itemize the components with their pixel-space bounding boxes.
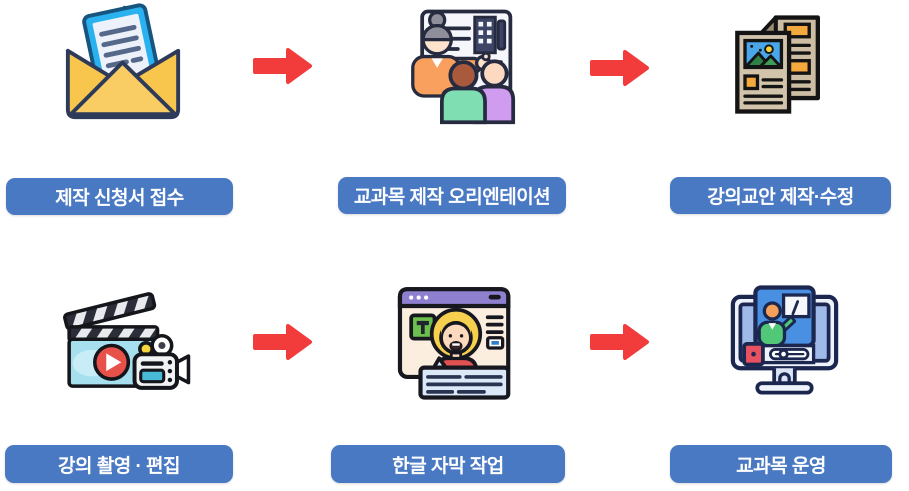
step-label-filming-editing: 강의 촬영 · 편집 [5, 445, 233, 483]
elearning-monitor-icon [722, 280, 847, 402]
step-label-text: 한글 자막 작업 [392, 455, 504, 477]
step-label-text: 교과목 운영 [736, 455, 826, 477]
flow-arrow-1-icon [252, 46, 314, 86]
step-label-text: 강의교안 제작·수정 [707, 187, 854, 208]
clapperboard-camera-icon [55, 280, 192, 403]
step-label-text: 교과목 제작 오리엔테이션 [353, 187, 551, 208]
step-label-materials-edit: 강의교안 제작·수정 [670, 177, 891, 214]
envelope-letter-icon [62, 2, 184, 124]
brochure-edit-icon [722, 8, 837, 123]
step-label-text: 제작 신청서 접수 [55, 188, 184, 209]
step-label-application-reception: 제작 신청서 접수 [6, 178, 233, 215]
step-label-course-operation: 교과목 운영 [670, 445, 892, 483]
subtitle-window-icon [388, 278, 523, 404]
orientation-presentation-icon [392, 4, 518, 126]
flow-arrow-3-icon [252, 322, 314, 362]
step-label-text: 강의 촬영 · 편집 [57, 455, 181, 477]
step-label-korean-subtitles: 한글 자막 작업 [331, 445, 565, 483]
flow-arrow-4-icon [589, 322, 651, 362]
step-label-orientation: 교과목 제작 오리엔테이션 [338, 177, 566, 214]
flow-arrow-2-icon [589, 48, 651, 88]
